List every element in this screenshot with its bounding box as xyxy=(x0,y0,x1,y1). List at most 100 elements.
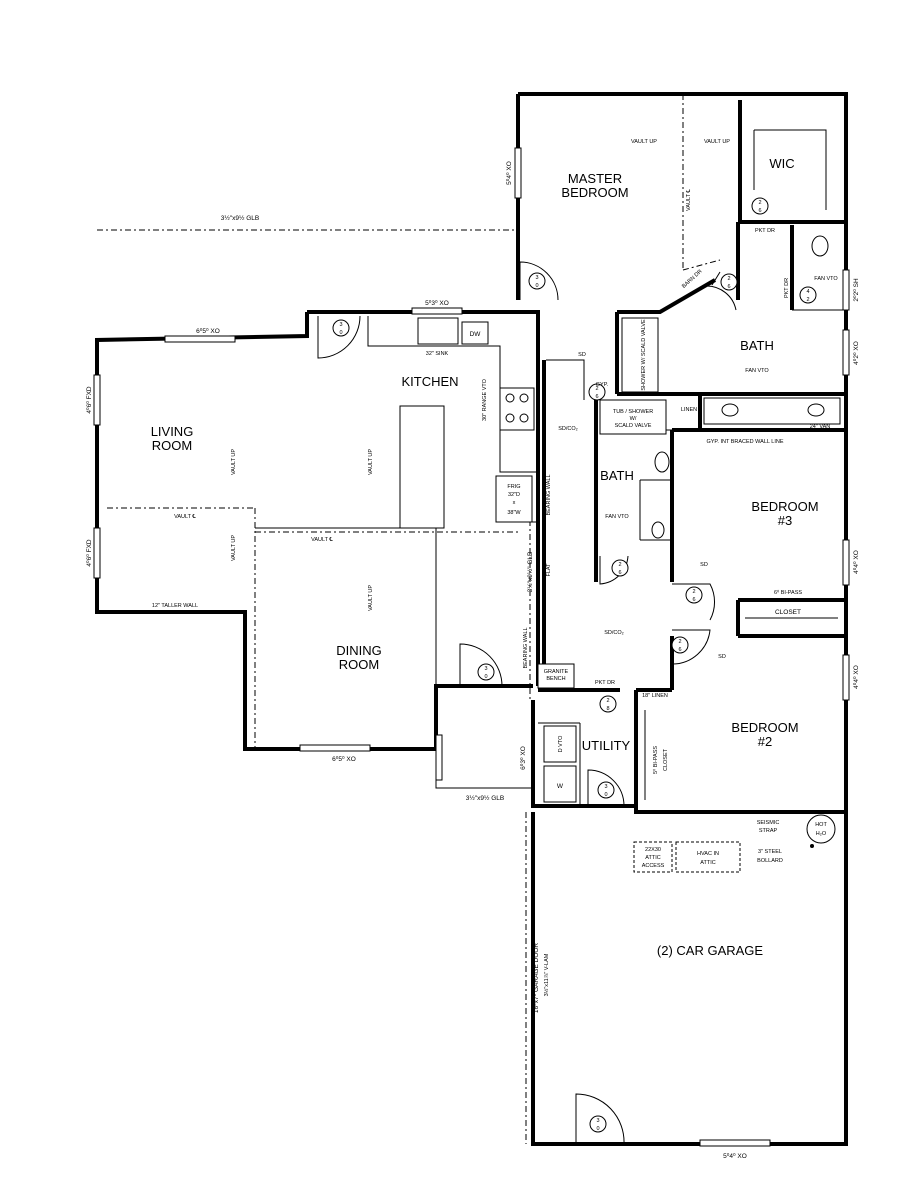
door-tag-text: 0 xyxy=(535,283,538,289)
note-hvac-1: HVAC IN xyxy=(697,851,719,857)
window-living-left1: 4⁰6⁰ FXD xyxy=(85,386,93,414)
note-bipass-5: 5⁰ BI-PASS xyxy=(652,746,659,774)
room-living-1: LIVING xyxy=(151,424,194,439)
note-vault-up-living2: VAULT UP xyxy=(231,535,237,561)
note-sd-bed3: SD xyxy=(700,562,708,568)
note-vanity: 24" VAN xyxy=(810,424,831,430)
note-gyp-braced: GYP. INT BRACED WALL LINE xyxy=(706,439,783,445)
window-living-left2: 4⁰6⁰ FXD xyxy=(85,539,93,567)
window-living-top: 6⁰5⁰ XO xyxy=(196,327,220,335)
door-tag-text: 3 xyxy=(339,322,342,328)
note-hot-2: H₂O xyxy=(816,831,827,837)
note-beam-top: 3½"x9½ GLB xyxy=(221,214,259,222)
window-garage-bottom: 5⁰4⁰ XO xyxy=(723,1152,747,1160)
door-tag-text: 2 xyxy=(758,200,761,206)
room-dining-2: ROOM xyxy=(339,657,379,672)
beam-lines xyxy=(97,94,721,1144)
door-tag-text: 6 xyxy=(727,284,730,290)
note-flat: FLAT xyxy=(546,563,552,577)
note-hot-1: HOT xyxy=(815,822,827,828)
note-seismic-1: SEISMIC xyxy=(757,820,780,826)
note-frig-4: 38"W xyxy=(507,510,521,516)
room-utility: UTILITY xyxy=(582,738,631,753)
door-tag-text: 3 xyxy=(604,784,607,790)
door-tag-text: 6 xyxy=(692,597,695,603)
window-bedroom3: 4⁰4⁰ XO xyxy=(852,550,860,574)
door-tags xyxy=(332,197,817,1133)
door-tag-text: 0 xyxy=(339,330,342,336)
note-tub-shower-2: W/ xyxy=(630,416,637,422)
note-range: 30" RANGE VTO xyxy=(482,378,488,421)
door-tag-text: 2 xyxy=(692,589,695,595)
note-bearing-wall-2: BEARING WALL xyxy=(523,627,529,668)
plan-notes: 3½"x9½ GLB 3½"x9½ GLB 3½"x9½" GLB 3½"x11… xyxy=(152,139,839,1013)
note-fan-toilet: FAN VTO xyxy=(814,276,838,282)
note-seismic-2: STRAP xyxy=(759,828,778,834)
doors xyxy=(317,261,737,1145)
room-garage: (2) CAR GARAGE xyxy=(657,943,764,958)
room-labels: MASTER BEDROOM WIC BATH KITCHEN LIVING R… xyxy=(151,156,819,958)
note-hvac-2: ATTIC xyxy=(700,860,716,866)
note-beam-bottom: 3½"x9½ GLB xyxy=(466,794,504,802)
room-dining-1: DINING xyxy=(336,643,382,658)
door-tag-text: 3 xyxy=(596,1118,599,1124)
note-attic-1: 22X30 xyxy=(645,847,661,853)
window-master-left: 5⁰4⁰ XO xyxy=(505,161,513,185)
note-linen: LINEN xyxy=(681,407,697,413)
note-sink: 32" SINK xyxy=(426,351,449,357)
note-bearing-wall-1: BEARING WALL xyxy=(546,474,552,515)
door-tag-text: 2 xyxy=(606,698,609,704)
door-tag-text: 2 xyxy=(727,276,730,282)
door-tag-text: 2 xyxy=(595,386,598,392)
window-utility: 6⁰3⁰ XO xyxy=(519,746,527,770)
note-sd-bed2: SD xyxy=(718,654,726,660)
note-bipass-6: 6⁰ BI-PASS xyxy=(774,589,802,596)
note-tub-shower-1: TUB / SHOWER xyxy=(613,409,653,415)
room-master-bath: BATH xyxy=(740,338,774,353)
note-vault-cl-dining: VAULT ℄ xyxy=(311,537,333,543)
window-labels: 6⁰5⁰ XO 5⁰3⁰ XO 4⁰6⁰ FXD 4⁰6⁰ FXD 6⁰5⁰ X… xyxy=(85,161,860,1160)
note-fan-hall-bath: FAN VTO xyxy=(605,514,629,520)
room-bedroom3-1: BEDROOM xyxy=(751,499,818,514)
room-master-bedroom-2: BEDROOM xyxy=(561,185,628,200)
exterior-walls xyxy=(95,92,848,1146)
note-vault-up-master2: VAULT UP xyxy=(704,139,730,145)
note-attic-2: ATTIC xyxy=(645,855,661,861)
door-tag-text: 8 xyxy=(606,706,609,712)
door-tag-text: 2 xyxy=(678,639,681,645)
window-master-right1: 2⁰2⁰ SH xyxy=(852,278,860,302)
room-bedroom3-2: #3 xyxy=(778,513,792,528)
note-vault-up-kitchen: VAULT UP xyxy=(368,449,374,475)
note-frig-2: 32"D xyxy=(508,492,520,498)
window-bedroom2: 4⁰4⁰ XO xyxy=(852,665,860,689)
note-dryer: D VTO xyxy=(558,735,564,752)
room-bedroom2-2: #2 xyxy=(758,734,772,749)
note-pkt-dr-utility: PKT DR xyxy=(595,680,615,686)
note-attic-3: ACCESS xyxy=(642,863,665,869)
note-vault-up-living: VAULT UP xyxy=(231,449,237,475)
note-vault-up-dining: VAULT UP xyxy=(368,585,374,611)
note-bollard-1: 3" STEEL xyxy=(758,849,782,855)
room-master-bedroom-1: MASTER xyxy=(568,171,622,186)
note-vault-cl-living: VAULT ℄ xyxy=(174,514,196,520)
note-frig-3: x xyxy=(513,500,516,506)
door-tag-text: 0 xyxy=(484,674,487,680)
door-tag-labels: 3 0 3 0 3 0 2 6 2 6 2 6 4 2 2 6 2 6 2 6 … xyxy=(339,200,809,1132)
window-dining-bottom: 6⁰5⁰ XO xyxy=(332,755,356,763)
door-tag-text: 0 xyxy=(604,792,607,798)
door-tag-text: 6 xyxy=(758,208,761,214)
note-pkt-dr-toilet: PKT DR xyxy=(784,278,790,298)
door-tag-text: 3 xyxy=(484,666,487,672)
door-tag-text: 4 xyxy=(806,289,809,295)
note-bollard-2: BOLLARD xyxy=(757,858,783,864)
note-linen-18: 18" LINEN xyxy=(642,693,668,699)
window-master-right2: 4⁰2⁰ XO xyxy=(852,341,860,365)
note-gyp: GYP. xyxy=(596,382,609,388)
room-living-2: ROOM xyxy=(152,438,192,453)
door-tag-text: 0 xyxy=(596,1126,599,1132)
note-sd-co2-hall2: SD/CO₂ xyxy=(604,630,624,636)
note-granite-1: GRANITE xyxy=(544,669,569,675)
door-tag-text: 2 xyxy=(806,297,809,303)
note-granite-2: BENCH xyxy=(546,676,565,682)
